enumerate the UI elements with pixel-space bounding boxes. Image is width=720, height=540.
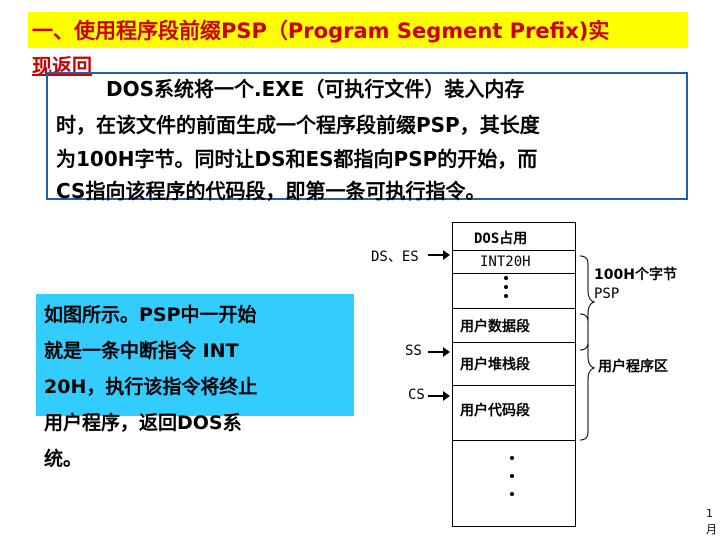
ds-es-register-label: DS、ES	[371, 249, 419, 265]
description-line-2: 时，在该文件的前面生成一个程序段前缀PSP，其长度	[56, 113, 540, 137]
note-line-4: 用户程序，返回DOS系	[44, 412, 242, 434]
memory-layout-diagram	[452, 222, 576, 527]
code-segment-label: 用户代码段	[460, 403, 530, 419]
title-highlight	[28, 12, 688, 48]
description-box	[46, 72, 688, 200]
note-box	[36, 294, 354, 416]
cs-arrow	[428, 391, 450, 401]
psp-divider	[452, 250, 576, 251]
psp-size-label: 100H个字节	[594, 267, 677, 283]
psp-brace	[579, 255, 596, 351]
data-segment-label: 用户数据段	[460, 319, 530, 335]
bottom-ellipsis-dot	[510, 474, 514, 478]
note-line-3: 20H，执行该指令将终止	[44, 376, 258, 398]
note-line-5: 统。	[44, 448, 83, 470]
code-segment-bottom	[452, 440, 576, 441]
page-title: 一、使用程序段前缀PSP（Program Segment Prefix)实	[32, 19, 610, 43]
stack-segment-top	[452, 342, 576, 343]
bottom-ellipsis-dot	[510, 456, 514, 460]
program-area-brace	[579, 313, 596, 441]
title-return-link[interactable]: 现返回	[32, 54, 92, 78]
bottom-ellipsis-dot	[510, 492, 514, 496]
program-area-label: 用户程序区	[598, 359, 668, 375]
page-number: 1 月	[706, 507, 716, 536]
psp-ellipsis-dot	[504, 294, 508, 298]
psp-ellipsis-dot	[504, 285, 508, 289]
psp-dos-label: DOS占用	[474, 231, 528, 247]
description-line-3: 为100H字节。同时让DS和ES都指向PSP的开始，而	[56, 147, 538, 171]
code-segment-top	[452, 385, 576, 386]
description-line-4: CS指向该程序的代码段，即第一条可执行指令。	[56, 179, 486, 203]
description-line-1: DOS系统将一个.EXE（可执行文件）装入内存	[106, 77, 525, 101]
note-line-2: 就是一条中断指令 INT	[44, 340, 239, 362]
data-segment-top	[452, 308, 576, 309]
ss-register-label: SS	[405, 343, 422, 359]
psp-ellipsis-dot	[504, 276, 508, 280]
note-line-1: 如图所示。PSP中一开始	[44, 304, 257, 326]
psp-int20h-label: INT20H	[480, 254, 531, 270]
cs-register-label: CS	[408, 387, 425, 403]
ds-es-arrow	[428, 250, 450, 260]
psp-inner-divider	[452, 273, 576, 274]
stack-segment-label: 用户堆栈段	[460, 357, 530, 373]
brace-lines	[579, 255, 596, 441]
psp-name-label: PSP	[594, 286, 620, 302]
ss-arrow	[428, 347, 450, 357]
